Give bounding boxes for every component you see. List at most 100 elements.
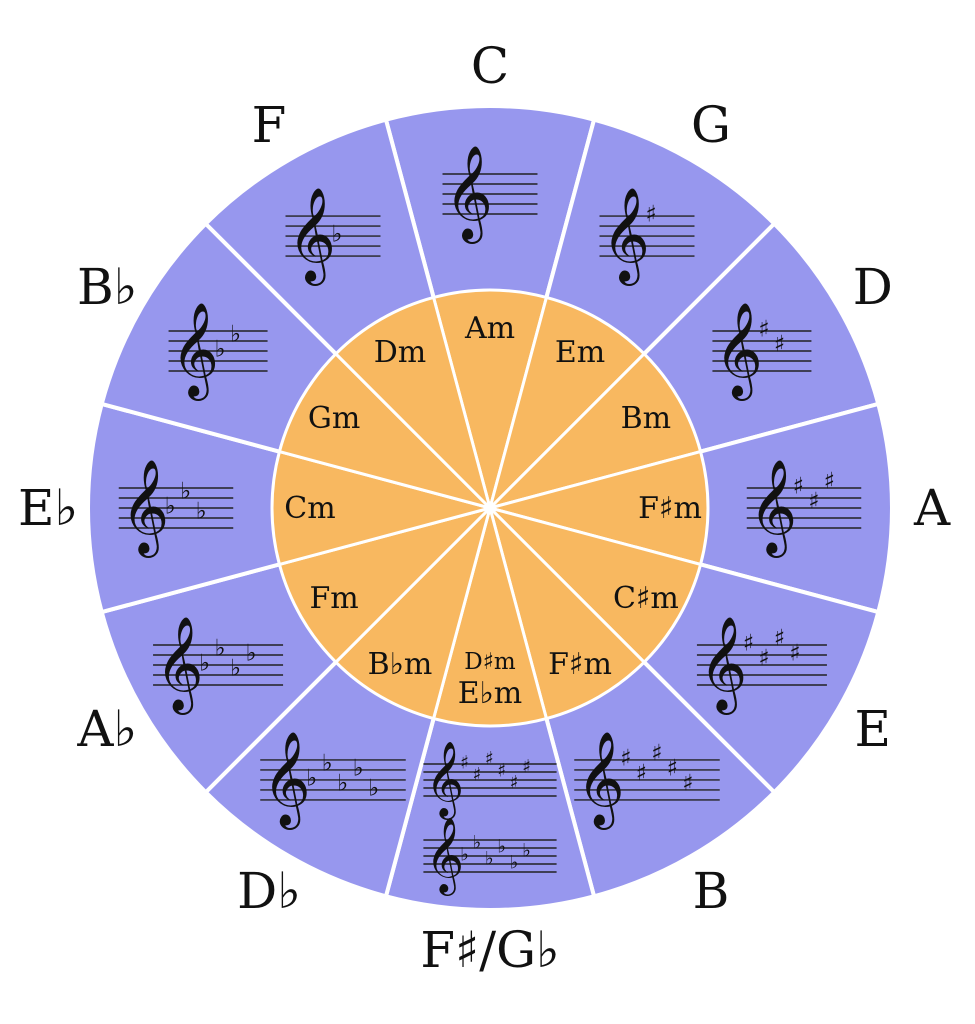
sharp-icon: ♯ (758, 646, 769, 672)
treble-clef-icon: 𝄞 (699, 616, 747, 715)
sharp-icon: ♯ (793, 474, 804, 500)
minor-key-label: F♯m (638, 491, 702, 526)
flat-icon: ♭ (497, 836, 506, 857)
key-signature-a-flat: 𝄞♭♭♭♭ (153, 616, 284, 715)
sharp-icon: ♯ (789, 641, 800, 667)
sharp-icon: ♯ (522, 756, 531, 777)
key-signature-g: 𝄞♯ (599, 187, 695, 286)
minor-key-label: Am (464, 311, 515, 346)
sharp-icon: ♯ (774, 332, 785, 358)
flat-icon: ♭ (368, 775, 379, 801)
major-key-label: F♯/G♭ (420, 921, 559, 979)
sharp-icon: ♯ (758, 317, 769, 343)
minor-key-label: Em (555, 335, 605, 370)
minor-key-label: Dm (374, 335, 427, 370)
treble-clef-icon: 𝄞 (155, 616, 203, 715)
key-signature-e: 𝄞♯♯♯♯ (696, 616, 827, 715)
sharp-icon: ♯ (636, 760, 647, 786)
flat-icon: ♭ (215, 636, 226, 662)
key-signature-f-sharp-g-flat-sharps: 𝄞♯♯♯♯♯♯ (423, 741, 557, 820)
key-signature-d: 𝄞♯♯ (712, 302, 812, 401)
sharp-icon: ♯ (646, 202, 657, 228)
sharp-icon: ♯ (460, 752, 469, 773)
treble-clef-icon: 𝄞 (288, 187, 336, 286)
minor-wedge-cm (270, 449, 496, 567)
minor-key-label: Cm (284, 491, 335, 526)
treble-clef-icon: 𝄞 (425, 817, 464, 896)
sharp-icon: ♯ (473, 764, 482, 785)
flat-icon: ♭ (199, 651, 210, 677)
major-key-label: A (913, 479, 951, 537)
key-signature-staves: 𝄞𝄞♯𝄞♯♯𝄞♯♯♯𝄞♯♯♯♯𝄞♯♯♯♯♯𝄞♯♯♯♯♯♯𝄞♭♭♭♭♭♭𝄞♭♭♭♭… (118, 145, 862, 896)
major-key-label: G (691, 96, 731, 154)
minor-wedge-gm (277, 351, 496, 511)
minor-wedge-c-sharpm (484, 505, 703, 665)
key-signature-f-sharp-g-flat-flats: 𝄞♭♭♭♭♭♭ (423, 817, 557, 896)
flat-icon: ♭ (246, 641, 257, 667)
minor-wedge-b-flatm (333, 502, 493, 721)
flat-icon: ♭ (460, 844, 469, 865)
sharp-icon: ♯ (682, 770, 693, 796)
major-key-label: E♭ (18, 479, 78, 537)
major-key-label: F (252, 96, 287, 154)
flat-icon: ♭ (353, 755, 364, 781)
flat-icon: ♭ (473, 832, 482, 853)
sharp-icon: ♯ (808, 489, 819, 515)
minor-key-label: Fm (309, 581, 358, 616)
treble-clef-icon: 𝄞 (262, 731, 310, 830)
treble-clef-icon: 𝄞 (714, 302, 762, 401)
minor-key-label-alt: E♭m (458, 676, 523, 711)
treble-clef-icon: 𝄞 (445, 145, 493, 244)
flat-icon: ♭ (332, 222, 343, 248)
sharp-icon: ♯ (743, 631, 754, 657)
flat-icon: ♭ (196, 499, 207, 525)
key-signature-b: 𝄞♯♯♯♯♯ (574, 731, 720, 830)
flat-icon: ♭ (180, 479, 191, 505)
flat-icon: ♭ (322, 750, 333, 776)
minor-wedge-fm (277, 505, 496, 665)
treble-clef-icon: 𝄞 (749, 459, 797, 558)
key-signature-e-flat: 𝄞♭♭♭ (118, 459, 234, 558)
minor-wedge-am (431, 288, 549, 514)
minor-key-label: C♯m (613, 581, 679, 616)
major-key-label: E (855, 700, 892, 758)
minor-wedge-bm (484, 351, 703, 511)
major-key-label: C (471, 37, 509, 95)
treble-clef-icon: 𝄞 (121, 459, 169, 558)
flat-icon: ♭ (306, 765, 317, 791)
key-signature-c: 𝄞 (442, 145, 538, 244)
minor-key-label: B♭m (368, 647, 433, 682)
minor-wedge-dm (333, 295, 493, 514)
major-key-label: B (693, 862, 730, 920)
major-key-label: D♭ (237, 862, 301, 920)
minor-key-ring (270, 288, 710, 728)
sharp-icon: ♯ (667, 755, 678, 781)
sharp-icon: ♯ (824, 469, 835, 495)
minor-wedge-f-sharpm (487, 502, 647, 721)
key-signature-a: 𝄞♯♯♯ (746, 459, 862, 558)
minor-wedge-d-sharpm (431, 502, 549, 728)
sharp-icon: ♯ (510, 772, 519, 793)
sharp-icon: ♯ (485, 748, 494, 769)
minor-key-label: F♯m (548, 647, 612, 682)
minor-key-label: D♯m (464, 649, 516, 675)
major-key-label: A♭ (76, 700, 137, 758)
sharp-icon: ♯ (774, 626, 785, 652)
flat-icon: ♭ (337, 770, 348, 796)
flat-icon: ♭ (230, 322, 241, 348)
flat-icon: ♭ (215, 337, 226, 363)
minor-wedge-f-sharpm (484, 449, 710, 567)
key-signature-b-flat: 𝄞♭♭ (168, 302, 268, 401)
sharp-icon: ♯ (651, 740, 662, 766)
minor-key-label: Gm (308, 401, 360, 436)
flat-icon: ♭ (485, 848, 494, 869)
major-key-label: B♭ (77, 258, 137, 316)
treble-clef-icon: 𝄞 (425, 741, 464, 820)
sharp-icon: ♯ (620, 745, 631, 771)
minor-key-label: Bm (621, 401, 672, 436)
flat-icon: ♭ (165, 494, 176, 520)
sharp-icon: ♯ (497, 760, 506, 781)
major-key-label: D (853, 258, 893, 316)
